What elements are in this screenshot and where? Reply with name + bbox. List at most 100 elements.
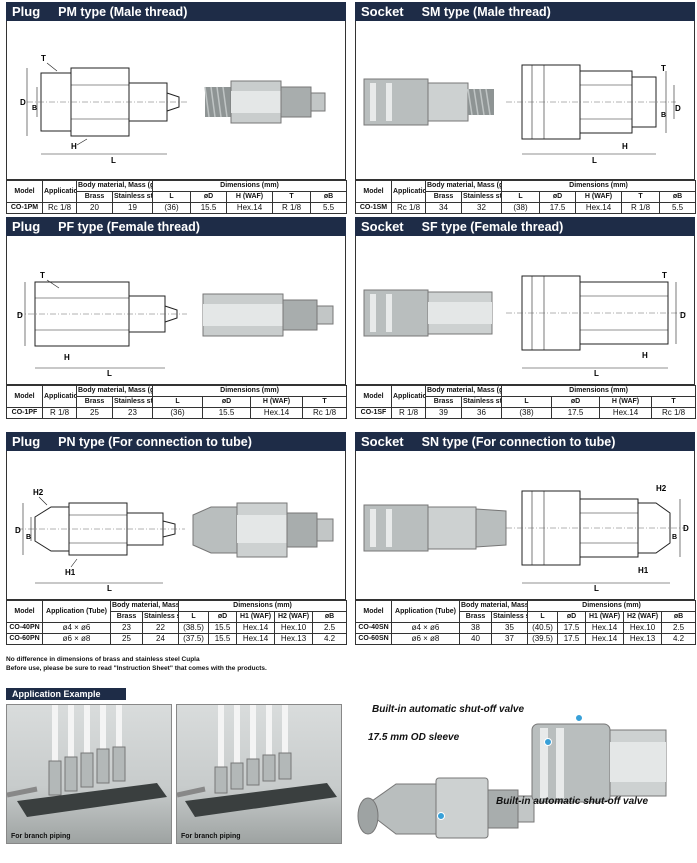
panel-pm: Plug PM type (Male thread) T D B H L [6,2,348,214]
cell: (38.5) [178,622,210,634]
col-dimensions: Dimensions (mm) [152,180,348,192]
branch-piping-photo [177,705,337,817]
col-brass: Brass [76,396,113,408]
dim-label: H [642,351,648,360]
product-drawing: T D B H L [355,21,695,180]
col-dim: T [651,396,697,408]
dim-label: B [672,534,677,541]
dim-label: H2 [33,488,44,497]
cell: Hex.14 [236,622,276,634]
dim-label: L [594,584,599,593]
cell: Hex.14 [236,633,276,645]
col-stainless: Stainless steel [460,396,503,408]
cupla-photo [357,723,667,839]
cell: Rc 1/8 [302,407,348,419]
application-photo: For branch piping [176,704,342,844]
panel-tag: Plug [6,432,51,451]
cell: Hex.14 [226,202,274,214]
col-dimensions: Dimensions (mm) [152,385,348,397]
spec-table: ModelApplicationBody material, Mass (g)D… [6,385,348,419]
cell: CO-40PN [6,622,43,634]
col-dim: øB [661,611,697,623]
panel-tag: Socket [355,432,414,451]
cell: ø4 × ø6 [42,622,111,634]
cell: 4.2 [312,633,348,645]
cell: 5.5 [659,202,697,214]
cell: (38) [501,407,553,419]
dim-label: D [680,311,686,320]
col-dim: øD [190,191,228,203]
cell: ø6 × ø8 [42,633,111,645]
dim-label: T [662,271,667,280]
cell: CO-1PM [6,202,43,214]
product-drawing: H2 D B H1 L [355,451,695,600]
product-drawing: T D H L [6,236,346,385]
panel-tag: Plug [6,2,51,21]
cell: ø4 × ø6 [391,622,460,634]
cell: Hex.14 [585,633,625,645]
technical-drawing: H2 D B H1 L [15,488,334,593]
panel-title: PM type (Male thread) [58,4,188,19]
col-dimensions: Dimensions (mm) [178,600,348,612]
col-stainless: Stainless steel [111,191,154,203]
cell: CO-40SN [355,622,392,634]
col-brass: Brass [425,191,462,203]
dim-label: B [26,534,31,541]
dim-label: H [622,142,628,151]
dim-label: B [32,105,37,112]
col-dim: øD [551,396,601,408]
cell: 4.2 [661,633,697,645]
col-body: Body material, Mass (g) [424,180,503,192]
col-stainless: Stainless steel [141,611,180,623]
cell: 36 [460,407,503,419]
col-dim: øB [312,611,348,623]
col-stainless: Stainless steel [490,611,529,623]
cell: (39.5) [527,633,559,645]
col-dim: øD [202,396,252,408]
cell: 23 [110,622,143,634]
panel-tag: Socket [355,217,414,236]
cell: Hex.10 [623,622,663,634]
product-photo [363,289,493,337]
panel-pn: Plug PN type (For connection to tube) H2 … [6,432,348,645]
col-stainless: Stainless steel [111,396,154,408]
dim-label: T [41,54,46,63]
cell: 34 [425,202,462,214]
cell: 20 [76,202,113,214]
cell: 15.5 [202,407,252,419]
panel-title: PN type (For connection to tube) [58,434,252,449]
cell: 38 [459,622,492,634]
note-line: No difference in dimensions of brass and… [6,656,200,663]
cell: 22 [141,622,180,634]
cell: 19 [111,202,154,214]
cell: R 1/8 [42,407,77,419]
col-dim: H (WAF) [226,191,274,203]
cell: R 1/8 [621,202,661,214]
panel-header: Plug PM type (Male thread) [6,2,346,21]
dim-label: D [15,526,21,535]
panel-title: PF type (Female thread) [58,219,200,234]
dim-label: D [675,104,681,113]
dim-label: D [683,524,689,533]
dim-label: T [40,271,45,280]
panel-title: SM type (Male thread) [421,4,551,19]
dim-label: H2 [656,484,667,493]
technical-drawing: T D B H L [20,54,326,165]
cell: (36) [152,407,204,419]
col-model: Model [6,600,43,623]
col-dimensions: Dimensions (mm) [501,385,697,397]
technical-drawing: T D H L [363,271,686,378]
col-body: Body material, Mass (g) [75,180,154,192]
col-dim: H2 (WAF) [623,611,663,623]
